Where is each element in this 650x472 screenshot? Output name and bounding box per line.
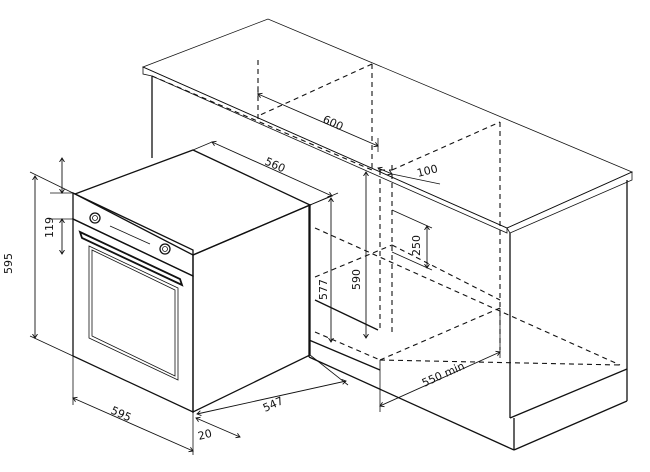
dimension-labels: 600 560 100 250 590 577 595 119 595 547 … bbox=[2, 113, 467, 443]
ext-250-a bbox=[391, 209, 433, 229]
worktop-front-edge bbox=[142, 66, 508, 234]
hidden-line-f bbox=[391, 121, 501, 171]
dim-line-547 bbox=[197, 381, 346, 414]
hidden-line-i bbox=[314, 227, 621, 366]
ext-595v-a bbox=[29, 171, 76, 195]
label-oven-depth-top: 560 bbox=[263, 155, 287, 175]
dim-line-20 bbox=[196, 418, 240, 437]
oven-display bbox=[109, 225, 151, 245]
label-vent-height: 250 bbox=[410, 235, 423, 256]
dim-line-100 bbox=[378, 168, 392, 174]
hidden-line-d bbox=[257, 63, 373, 117]
dim-line-560 bbox=[212, 142, 332, 196]
left-knob-inner-icon bbox=[92, 215, 98, 221]
worktop-top bbox=[141, 18, 634, 229]
ext-547-b bbox=[309, 354, 349, 386]
oven-window-inner bbox=[91, 249, 176, 377]
label-vent-width: 100 bbox=[416, 162, 440, 180]
niche-floor-front bbox=[308, 339, 381, 371]
label-panel-height: 119 bbox=[43, 217, 56, 238]
kitchen-cabinet bbox=[141, 18, 634, 451]
label-oven-body-height: 577 bbox=[317, 279, 330, 300]
label-front-offset: 20 bbox=[197, 427, 214, 443]
hidden-line-n bbox=[314, 331, 381, 361]
plinth-side-bottom bbox=[513, 400, 628, 451]
cabinet-side-base bbox=[509, 368, 628, 419]
label-oven-front-width: 595 bbox=[109, 404, 133, 424]
right-knob-inner-icon bbox=[162, 246, 168, 252]
oven-handle bbox=[78, 230, 184, 287]
dimension-lines bbox=[29, 86, 500, 455]
label-niche-height: 590 bbox=[350, 269, 363, 290]
hidden-line-m bbox=[379, 359, 621, 366]
hidden-line-j bbox=[314, 244, 393, 278]
oven bbox=[72, 149, 312, 414]
hidden-line-k bbox=[391, 244, 501, 301]
dim-line-595-horizontal bbox=[73, 398, 193, 451]
leader-100 bbox=[391, 173, 441, 185]
ext-595v-b bbox=[29, 335, 74, 357]
dim-line-550 bbox=[380, 352, 500, 406]
ext-577-a bbox=[309, 195, 333, 206]
dim-line-600 bbox=[258, 94, 378, 146]
worktop-side-edge bbox=[506, 171, 633, 234]
oven-window bbox=[88, 245, 179, 381]
left-knob-icon bbox=[89, 212, 101, 224]
label-oven-front-height: 595 bbox=[2, 253, 15, 274]
label-cabinet-depth-min: 550 min bbox=[420, 359, 467, 389]
hidden-line-l bbox=[379, 307, 501, 361]
ext-560-a bbox=[192, 141, 213, 151]
label-oven-body-depth: 547 bbox=[261, 394, 285, 414]
right-knob-icon bbox=[159, 243, 171, 255]
oven-side bbox=[192, 204, 311, 414]
oven-control-panel bbox=[72, 191, 194, 278]
niche-shelf-edge bbox=[314, 299, 379, 331]
cabinet-plinth-front bbox=[308, 356, 515, 451]
